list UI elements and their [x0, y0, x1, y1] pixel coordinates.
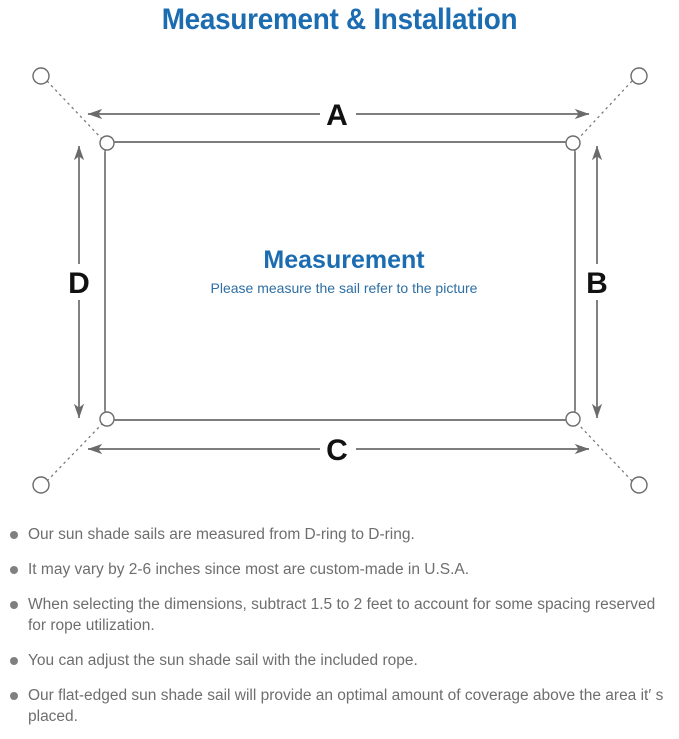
dimension-label-a: A	[326, 99, 348, 132]
rope-line-bottom-right	[577, 423, 633, 482]
notes-list: Our sun shade sails are measured from D-…	[0, 524, 679, 727]
diagram-center-heading: Measurement	[263, 246, 425, 274]
rope-line-top-right	[577, 80, 633, 140]
note-text: Our flat-edged sun shade sail will provi…	[28, 687, 664, 725]
d-rings	[99, 135, 581, 427]
dimension-label-c: C	[326, 434, 348, 467]
anchor-point-top-left	[32, 67, 50, 85]
anchor-points	[32, 67, 648, 494]
d-ring-bottom-right	[565, 411, 581, 427]
page-title: Measurement & Installation	[161, 3, 518, 36]
bullet-icon	[10, 566, 18, 574]
bullet-icon	[10, 657, 18, 665]
dimension-label-d: D	[68, 267, 90, 300]
d-ring-bottom-left	[99, 411, 115, 427]
anchor-point-top-right	[630, 67, 648, 85]
sail-diagram-svg: A C D B Measurement Please measure the s…	[32, 67, 648, 494]
list-item: Our flat-edged sun shade sail will provi…	[0, 685, 679, 727]
d-ring-top-right	[565, 135, 581, 151]
note-text: You can adjust the sun shade sail with t…	[28, 652, 418, 669]
bullet-icon	[10, 692, 18, 700]
bullet-icon	[10, 531, 18, 539]
anchor-point-bottom-left	[32, 476, 50, 494]
sail-edge-overlay	[104, 141, 576, 421]
anchor-point-bottom-right	[630, 476, 648, 494]
measurement-diagram: A C D B Measurement Please measure the s…	[0, 44, 679, 514]
note-text: Our sun shade sails are measured from D-…	[28, 526, 415, 543]
list-item: It may vary by 2-6 inches since most are…	[0, 559, 679, 580]
bullet-icon	[10, 601, 18, 609]
rope-lines	[46, 80, 633, 482]
diagram-center-subtitle: Please measure the sail refer to the pic…	[211, 280, 478, 296]
note-text: When selecting the dimensions, subtract …	[28, 596, 656, 634]
list-item: Our sun shade sails are measured from D-…	[0, 524, 679, 545]
note-text: It may vary by 2-6 inches since most are…	[28, 561, 470, 578]
rope-line-bottom-left	[46, 423, 103, 482]
list-item: You can adjust the sun shade sail with t…	[0, 650, 679, 671]
d-ring-top-left	[99, 135, 115, 151]
list-item: When selecting the dimensions, subtract …	[0, 594, 679, 636]
rope-line-top-left	[46, 80, 103, 140]
dimension-label-b: B	[586, 267, 608, 300]
